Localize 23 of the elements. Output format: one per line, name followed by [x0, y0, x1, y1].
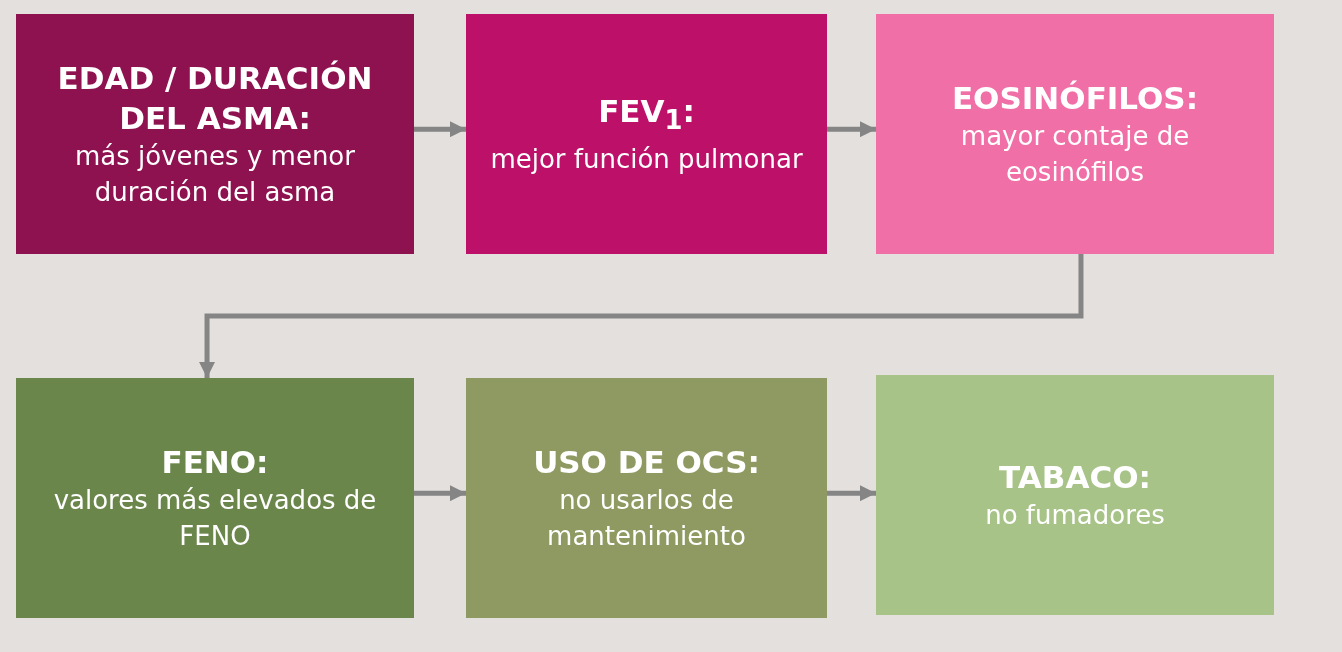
box-description: no fumadores [985, 499, 1165, 532]
process-box [876, 14, 1274, 254]
process-box [876, 375, 1274, 615]
process-box [16, 378, 414, 618]
box-heading: EDAD / DURACIÓN DEL ASMA: [56, 59, 374, 138]
box-description: más jóvenes y menor duración del asma [74, 140, 356, 209]
box-description: no usarlos de mantenimiento [546, 484, 747, 553]
process-box [16, 14, 414, 254]
process-box [466, 14, 827, 254]
box-heading: EOSINÓFILOS: [951, 79, 1199, 118]
box-heading: FENO: [161, 443, 269, 482]
box-heading: USO DE OCS: [533, 443, 760, 482]
arrow [414, 121, 466, 138]
box-description: mejor función pulmonar [490, 142, 803, 176]
box-description: mayor contaje de eosinófilos [959, 120, 1191, 189]
arrow [827, 121, 876, 138]
arrow [827, 485, 876, 502]
process-box [466, 378, 827, 618]
box-description: valores más elevados de FENO [52, 484, 378, 553]
box-heading: TABACO: [999, 458, 1151, 497]
box-heading: FEV$_{1}$: [598, 92, 695, 138]
arrow [414, 485, 466, 502]
arrow [199, 254, 1084, 378]
